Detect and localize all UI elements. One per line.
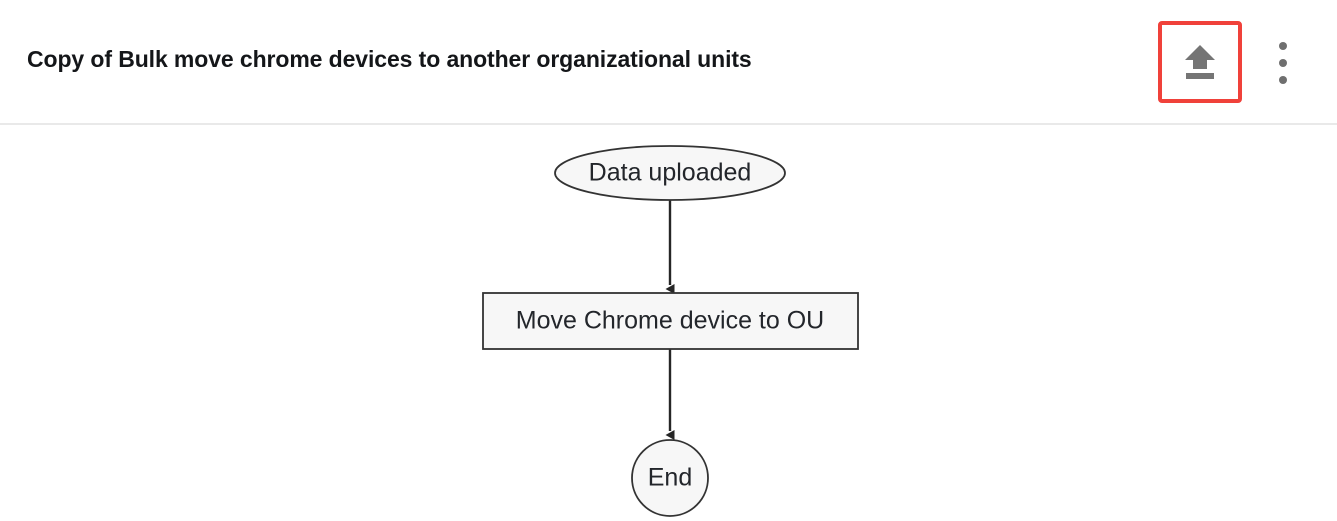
node-data-uploaded[interactable]: Data uploaded (554, 145, 786, 201)
kebab-dot-top (1279, 42, 1287, 50)
node-move-chrome-device[interactable]: Move Chrome device to OU (482, 292, 859, 350)
flowchart-svg: Data uploaded Move Chrome device to OU E… (482, 145, 859, 517)
page-title: Copy of Bulk move chrome devices to anot… (27, 46, 752, 72)
node-end-label: End (648, 464, 692, 492)
app-header: Copy of Bulk move chrome devices to anot… (0, 0, 1337, 125)
node-end[interactable]: End (631, 439, 709, 517)
node-data-uploaded-shape (554, 145, 786, 201)
node-data-uploaded-label: Data uploaded (589, 159, 752, 187)
header-divider (0, 123, 1337, 125)
upload-icon (1185, 45, 1215, 79)
flowchart-canvas[interactable]: Data uploaded Move Chrome device to OU E… (0, 125, 1337, 521)
kebab-dot-bottom (1279, 76, 1287, 84)
publish-button[interactable] (1158, 21, 1242, 103)
node-end-shape (631, 439, 709, 517)
node-move-chrome-device-label: Move Chrome device to OU (516, 307, 824, 335)
more-options-menu[interactable] (1268, 40, 1298, 86)
node-move-chrome-device-shape (482, 292, 859, 350)
kebab-dot-middle (1279, 59, 1287, 67)
